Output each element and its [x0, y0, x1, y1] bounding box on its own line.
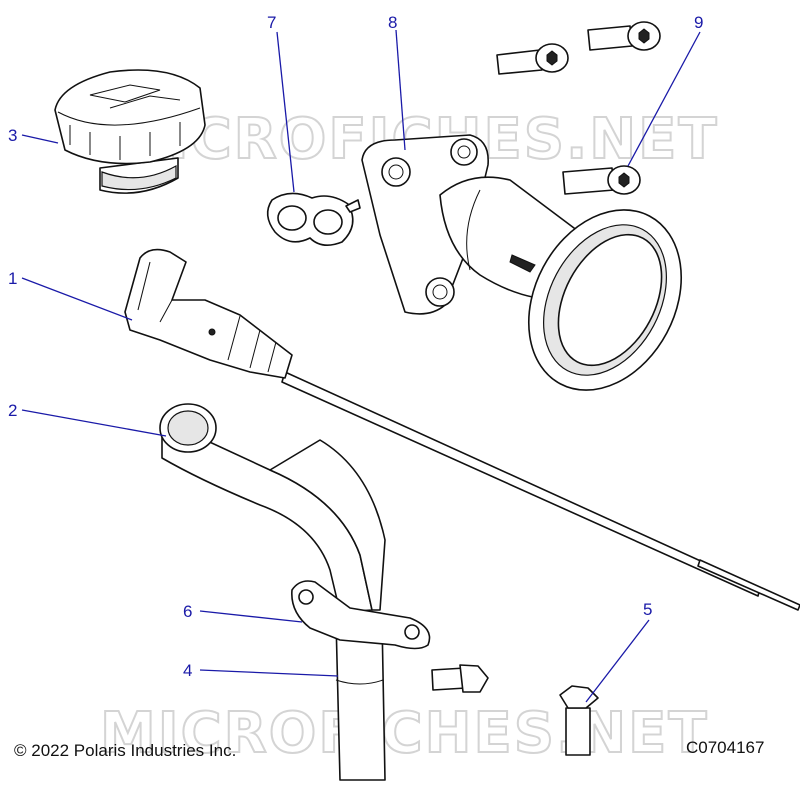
leader-7	[276, 31, 295, 193]
watermark-bottom: MICROFICHES.NET	[100, 701, 709, 766]
leader-1	[21, 277, 133, 321]
leader-9	[627, 31, 701, 167]
fill-housing-part	[361, 134, 683, 391]
callout-3: 3	[8, 126, 17, 145]
callout-6: 6	[183, 602, 192, 621]
leader-6	[199, 610, 303, 623]
callout-2: 2	[8, 401, 17, 420]
copyright-notice: © 2022 Polaris Industries Inc.	[14, 741, 237, 760]
callout-labels: 1 2 3 4 5 6 7 8 9	[8, 13, 703, 680]
flange-part	[291, 580, 431, 650]
figure-id: C0704167	[686, 738, 765, 757]
callout-8: 8	[388, 13, 397, 32]
oil-cap-part	[54, 69, 206, 194]
leader-2	[21, 409, 167, 437]
callout-5: 5	[643, 600, 652, 619]
callout-9: 9	[694, 13, 703, 32]
callout-4: 4	[183, 661, 192, 680]
leader-5	[585, 619, 650, 703]
leader-4	[199, 669, 339, 677]
leader-8	[395, 29, 406, 151]
callout-7: 7	[267, 13, 276, 32]
gasket-part	[266, 192, 361, 246]
flange-bolts-part	[431, 664, 599, 756]
callout-1: 1	[8, 269, 17, 288]
dipstick-part	[124, 248, 800, 611]
leader-lines	[21, 29, 701, 703]
leader-3	[21, 134, 59, 144]
cap-screws-part	[496, 21, 661, 195]
